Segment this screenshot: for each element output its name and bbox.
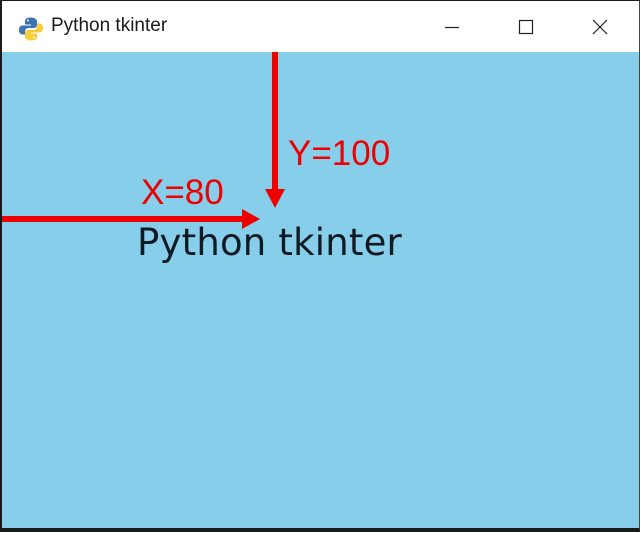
window-title: Python tkinter: [51, 15, 168, 36]
title-bar[interactable]: Python tkinter: [2, 1, 639, 52]
minimize-icon: [445, 26, 459, 28]
close-icon: [592, 19, 608, 34]
x-coordinate-annotation: X=80: [141, 173, 224, 212]
y-arrow-icon: [265, 52, 285, 208]
y-coordinate-annotation: Y=100: [288, 134, 391, 173]
minimize-button[interactable]: [415, 1, 489, 52]
tk-root-canvas: Python tkinter Y=100 X=80: [2, 52, 639, 528]
tk-label: Python tkinter: [137, 221, 402, 264]
maximize-icon: [518, 19, 534, 34]
maximize-button[interactable]: [489, 1, 563, 52]
close-button[interactable]: [563, 1, 637, 52]
x-arrow-icon: [2, 209, 260, 229]
python-logo-icon: [19, 17, 43, 41]
